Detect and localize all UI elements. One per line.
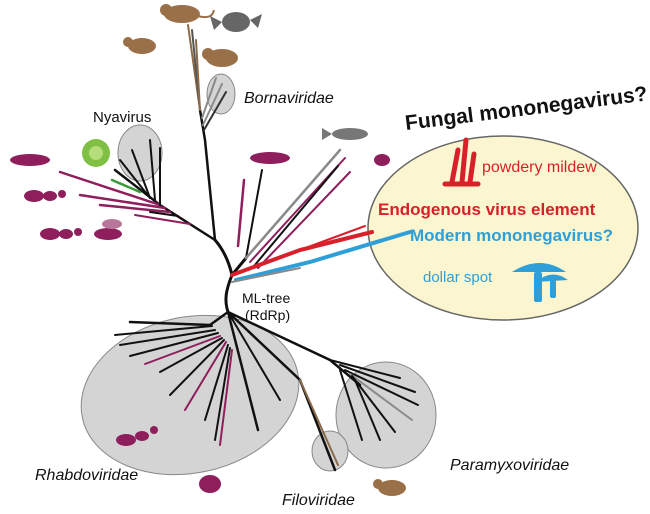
clade-filoviridae	[311, 430, 349, 472]
inset-title: Fungal mononegavirus?	[404, 82, 649, 135]
label-rdrp: (RdRp)	[245, 307, 290, 323]
bat-icon	[210, 12, 262, 32]
label-ml-tree: ML-tree	[242, 290, 290, 306]
rodent-icon	[202, 48, 238, 67]
mushroom-icon	[512, 263, 568, 302]
inset-endogenous: Endogenous virus element	[378, 200, 596, 219]
tick-icon	[374, 154, 390, 166]
inset-dollar-spot: dollar spot	[423, 269, 493, 286]
clade-nyavirus	[117, 124, 163, 182]
caterpillar-icon	[250, 152, 290, 164]
rodent-icon	[123, 37, 156, 54]
cabbage-icon	[82, 139, 110, 167]
fish-icon	[322, 128, 368, 140]
rodent-icon	[160, 4, 215, 23]
ant-icon	[116, 426, 158, 446]
wasp-icon	[94, 219, 122, 240]
label-filoviridae: Filoviridae	[282, 492, 355, 509]
mildew-icon	[442, 137, 481, 187]
ant-icon	[40, 228, 82, 240]
label-bornaviridae: Bornaviridae	[244, 90, 334, 107]
label-paramyxoviridae: Paramyxoviridae	[450, 457, 569, 474]
ant-icon	[24, 190, 66, 202]
tree-branches	[58, 24, 419, 472]
label-nyavirus: Nyavirus	[93, 109, 151, 126]
tick-icon	[199, 475, 221, 493]
inset-powdery-mildew: powdery mildew	[482, 159, 597, 176]
label-rhabdoviridae: Rhabdoviridae	[35, 467, 138, 484]
fungal-inset-ellipse	[367, 135, 639, 321]
rodent-icon	[373, 479, 406, 496]
caterpillar-icon	[10, 154, 50, 166]
inset-modern: Modern mononegavirus?	[410, 226, 613, 245]
